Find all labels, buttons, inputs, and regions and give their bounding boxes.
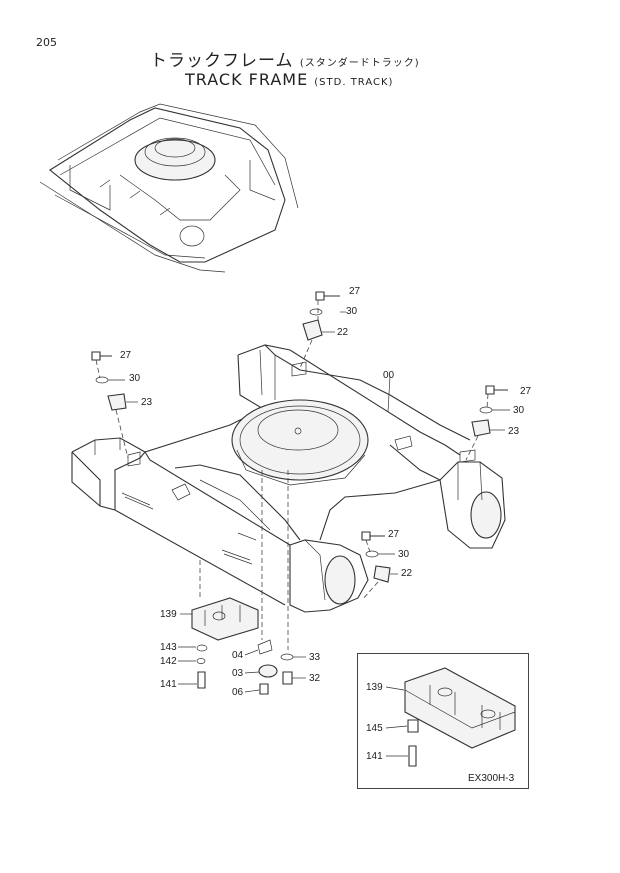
page-number: 205 <box>36 36 57 49</box>
main-track-frame <box>71 344 506 613</box>
callout-23-right: 23 <box>508 426 520 437</box>
upper-guard-assembly <box>299 291 340 369</box>
callout-141-inset: 141 <box>366 751 383 762</box>
callout-27-top: 27 <box>349 286 361 297</box>
left-guard-assembly <box>91 351 129 459</box>
callout-30-top: 30 <box>346 306 358 317</box>
title-en-main: TRACK FRAME <box>185 70 309 89</box>
leader-lines <box>108 311 510 757</box>
title-en-subtitle: (STD. TRACK) <box>314 77 394 88</box>
model-code: EX300H-3 <box>468 773 515 784</box>
callout-139-left: 139 <box>160 609 177 620</box>
callout-04: 04 <box>232 650 244 661</box>
title-jp-subtitle: (スタンダードトラック) <box>299 58 420 69</box>
callout-141-left: 141 <box>160 679 177 690</box>
callout-27-right: 27 <box>520 386 532 397</box>
callout-142: 142 <box>160 656 177 667</box>
callout-33: 33 <box>309 652 321 663</box>
callout-143: 143 <box>160 642 177 653</box>
title-english: TRACK FRAME (STD. TRACK) <box>185 70 393 89</box>
callout-30-right: 30 <box>513 405 525 416</box>
callout-23-left: 23 <box>141 397 153 408</box>
track-guide-left <box>191 560 259 689</box>
title-japanese: トラックフレーム (スタンダードトラック) <box>150 46 420 71</box>
callout-32: 32 <box>309 673 321 684</box>
callout-00-frame: 00 <box>383 370 395 381</box>
callout-139-inset: 139 <box>366 682 383 693</box>
right-guard-assembly <box>465 385 508 461</box>
callout-03: 03 <box>232 668 244 679</box>
drain-cover-parts <box>257 470 294 695</box>
overview-frame-sketch <box>39 103 299 273</box>
lower-guard-assembly <box>361 531 391 601</box>
callout-22-top: 22 <box>337 327 349 338</box>
callout-27-left: 27 <box>120 350 132 361</box>
inset-detail-box <box>357 653 529 789</box>
callout-30-left: 30 <box>129 373 141 384</box>
callout-30-lower: 30 <box>398 549 410 560</box>
callout-27-lower: 27 <box>388 529 400 540</box>
title-jp-main: トラックフレーム <box>150 51 294 71</box>
callout-145-inset: 145 <box>366 723 383 734</box>
callout-22-lower: 22 <box>401 568 413 579</box>
inset-track-guide <box>404 667 516 767</box>
callout-06: 06 <box>232 687 244 698</box>
